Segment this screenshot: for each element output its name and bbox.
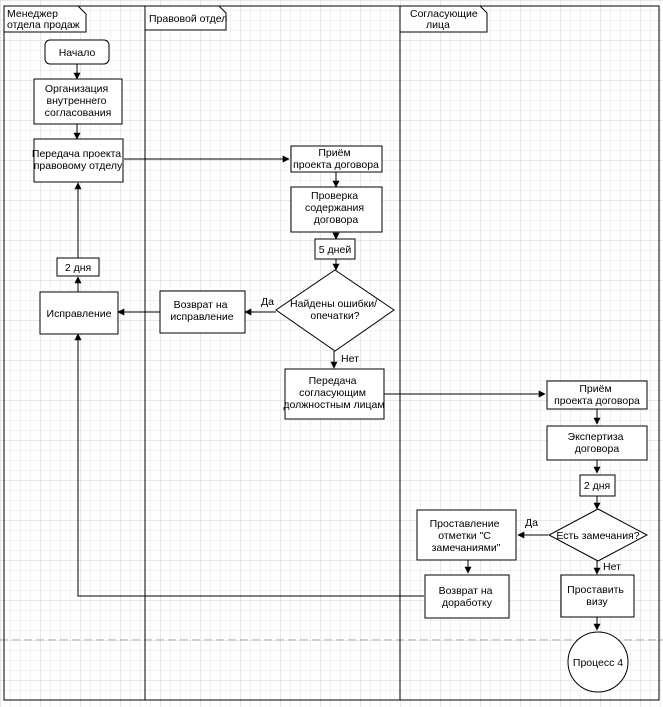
node-visa[interactable] [560,574,635,618]
node-mark-remarks-label: Проставление отметки "С замечаниями" [430,518,503,554]
lane-approvers-title: Согласующие лица [410,8,481,31]
node-two-days-2-label: 2 дня [584,480,610,492]
node-return-fix-label: Возврат на исправление [170,299,233,323]
edge-return-fix-loop [74,333,424,597]
node-organize-label: Организация внутреннего согласования [45,83,112,119]
node-start[interactable] [44,39,110,65]
node-process4[interactable] [567,631,629,693]
node-transfer-approvers-label: Передача согласующим должностным лицам [283,375,384,411]
lane-manager-header [3,5,87,33]
edge-label-yes-remarks: Да [525,517,538,529]
node-receive-approvers-label: Приём проекта договора [554,383,640,407]
node-fix-label: Исправление [47,308,112,320]
node-organize[interactable] [33,78,123,125]
node-check[interactable] [290,186,383,233]
node-start-label: Начало [59,47,96,59]
node-five-days[interactable] [314,238,356,260]
node-expertise[interactable] [546,425,648,461]
lane-approvers: Согласующие лица [399,5,660,701]
node-visa-label: Проставить визу [567,584,627,608]
node-process4-label: Процесс 4 [573,657,623,669]
edge-label-yes-errors: Да [261,296,274,308]
node-errors-decision-label: Найдены ошибки/ опечатки? [290,298,380,322]
nodes [33,39,649,693]
node-return-rework-label: Возврат на доработку [439,585,496,609]
connectors [73,64,601,631]
node-transfer-legal-label: Передача проекта правовому отделу [32,148,124,172]
node-return-fix[interactable] [159,290,246,334]
node-receive-legal-label: Приём проекта договора [293,147,379,171]
node-expertise-label: Экспертиза договора [568,431,627,455]
lane-legal-title: Правовой отдел [149,13,227,25]
lane-manager-title: Менеджер отдела продаж [7,8,80,31]
node-errors-decision[interactable] [275,269,395,352]
lane-approvers-header [399,5,488,33]
lane-legal-header [144,5,227,31]
edge-label-no-remarks: Нет [603,561,621,573]
node-two-days-2[interactable] [579,474,616,497]
node-remarks-decision-label: Есть замечания? [556,530,639,542]
node-transfer-approvers[interactable] [284,368,385,420]
node-return-rework[interactable] [424,574,510,619]
node-two-days-1-label: 2 дня [65,262,91,274]
node-mark-remarks[interactable] [416,509,517,561]
node-fix[interactable] [39,291,119,335]
node-remarks-decision[interactable] [547,508,649,562]
edge-label-no-errors: Нет [341,353,359,365]
node-transfer-legal[interactable] [33,138,124,183]
node-labels: Начало Организация внутреннего согласова… [32,47,640,669]
node-check-label: Проверка содержания договора [305,190,367,226]
node-five-days-label: 5 дней [319,244,352,256]
node-receive-approvers[interactable] [546,380,648,410]
node-two-days-1[interactable] [56,257,100,277]
node-receive-legal[interactable] [290,145,383,173]
edge-labels: Да Нет Да Нет [261,296,621,573]
